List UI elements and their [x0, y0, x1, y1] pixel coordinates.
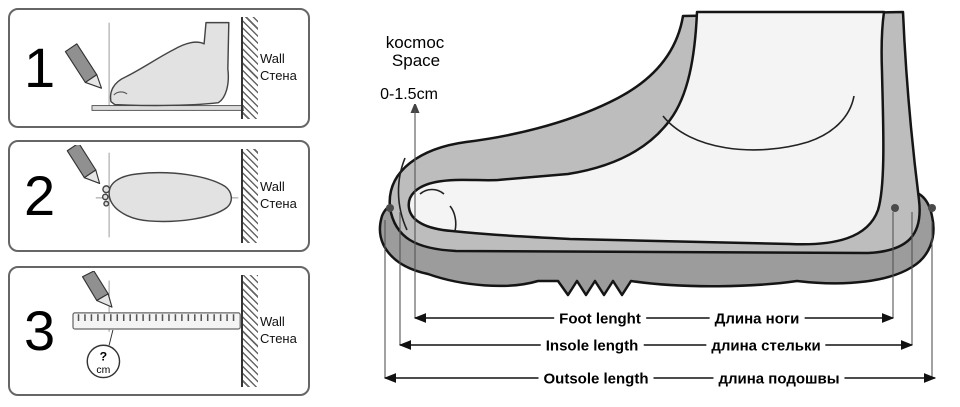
toe-bump — [103, 200, 110, 207]
pencil-icon — [81, 271, 113, 308]
foot-length-label-ru: Длина ноги — [709, 310, 805, 328]
step-number-3: 3 — [24, 299, 56, 362]
wall-hatch — [241, 275, 258, 387]
step-panel-1: 1 Wall Стена — [8, 8, 310, 128]
cm-unit: cm — [96, 365, 110, 376]
wall-label: Wall Стена — [260, 51, 306, 85]
space-label-en: Space — [389, 51, 443, 71]
insole-length-label-ru: длина стельки — [706, 337, 826, 355]
foot-profile — [109, 21, 230, 107]
shoe-cross-section-diagram — [378, 10, 937, 383]
outsole-length-label-en: Outsole length — [538, 370, 654, 388]
pencil-icon — [64, 43, 103, 89]
foot-outline-top — [108, 171, 233, 223]
space-label-ru: kocmoc — [383, 33, 447, 53]
wall-label-ru: Стена — [260, 331, 297, 346]
space-range-value: 0-1.5cm — [378, 86, 440, 104]
wall-hatch — [241, 17, 258, 119]
step-panel-2: 2 Wall Стена — [8, 140, 310, 252]
wall-label: Wall Стена — [260, 179, 306, 213]
wall-label-en: Wall — [260, 51, 285, 67]
toe-cleft-line — [449, 205, 457, 232]
front-endpoint-dot — [386, 204, 394, 212]
outsole-endpoint-dot — [928, 204, 936, 212]
step-number-2: 2 — [24, 164, 56, 227]
ruler — [72, 312, 241, 330]
foot-length-label-en: Foot lenght — [554, 310, 646, 328]
space-up-arrow — [410, 102, 420, 113]
heel-endpoint-dot — [891, 204, 899, 212]
foot-side-view-illustration — [64, 21, 244, 111]
toe-bump — [102, 185, 111, 194]
toenail-line — [419, 188, 445, 195]
question-mark: ? — [100, 349, 108, 363]
wall-label-ru: Стена — [260, 68, 297, 83]
foot-and-leg-shape — [407, 10, 886, 246]
pencil-icon — [66, 145, 101, 185]
toe-bump — [101, 193, 109, 201]
wall-label-en: Wall — [260, 179, 285, 195]
inner-toe-wall-line — [397, 157, 408, 231]
foot-top-view-illustration — [66, 145, 239, 238]
outsole-length-label-ru: длина подошвы — [713, 370, 845, 388]
step-number-1: 1 — [24, 36, 56, 99]
wall-hatch — [241, 149, 258, 243]
floor-board — [91, 105, 244, 111]
insole-length-label-en: Insole length — [540, 337, 644, 355]
bubble-pointer-line — [108, 329, 114, 346]
wall-label: Wall Стена — [260, 314, 306, 348]
ruler-measure-illustration: ? cm — [72, 271, 241, 379]
step-panel-3: 3 ? cm Wall Стена — [8, 266, 310, 396]
collar-line — [662, 95, 855, 151]
wall-label-en: Wall — [260, 314, 285, 330]
toe-detail-line — [113, 91, 128, 96]
wall-label-ru: Стена — [260, 196, 297, 211]
question-bubble — [86, 344, 121, 379]
